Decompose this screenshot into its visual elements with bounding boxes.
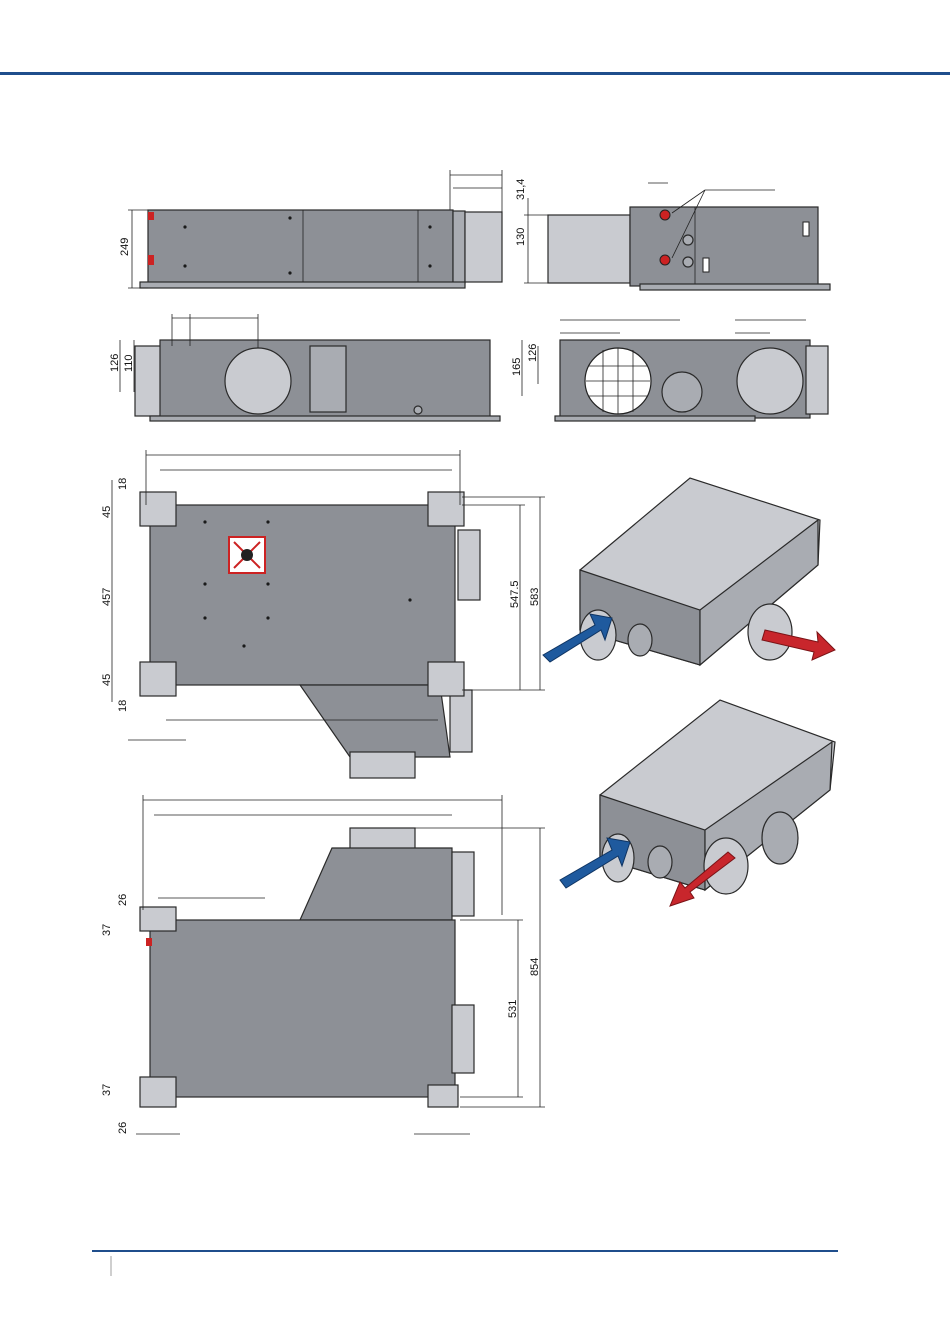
end-elevation-view: 31,4 130 bbox=[515, 179, 830, 290]
page-number-mark bbox=[110, 1256, 112, 1276]
dim-bottom-37-top: 37 bbox=[101, 924, 113, 936]
rear-elevation-view: 165 126 bbox=[511, 320, 828, 421]
plan-view-top: 18 45 457 45 18 547.5 583 bbox=[101, 450, 545, 778]
isometric-view-1 bbox=[543, 478, 835, 665]
dim-plan-18-bottom: 18 bbox=[117, 700, 129, 712]
dim-bottom-26-top: 26 bbox=[117, 894, 129, 906]
plan-view-bottom: 26 37 531 854 37 26 bbox=[101, 795, 545, 1134]
dim-plan-583: 583 bbox=[529, 588, 541, 606]
dim-plan-45-top: 45 bbox=[101, 506, 113, 518]
dim-plan-547-5: 547.5 bbox=[509, 580, 521, 608]
dim-front-110: 110 bbox=[123, 354, 135, 372]
dim-bottom-26-bottom: 26 bbox=[117, 1122, 129, 1134]
fan-warning-icon bbox=[229, 537, 265, 573]
dim-plan-45-bottom: 45 bbox=[101, 674, 113, 686]
isometric-view-2 bbox=[560, 700, 835, 906]
dim-end-spigot: 130 bbox=[515, 228, 527, 246]
dim-front-126: 126 bbox=[109, 354, 121, 372]
dim-rear-165: 165 bbox=[511, 358, 523, 376]
footer-rule bbox=[92, 1250, 838, 1252]
dim-bottom-854: 854 bbox=[529, 958, 541, 976]
dim-rear-126: 126 bbox=[527, 344, 539, 362]
side-elevation-view: 249 bbox=[119, 170, 502, 288]
dim-bottom-37-bottom: 37 bbox=[101, 1084, 113, 1096]
front-elevation-view: 126 110 bbox=[109, 314, 500, 421]
dim-side-height: 249 bbox=[119, 238, 131, 256]
dim-plan-457: 457 bbox=[101, 588, 113, 606]
dim-bottom-531: 531 bbox=[507, 1000, 519, 1018]
dim-end-top-offset: 31,4 bbox=[515, 179, 527, 200]
dim-plan-18-top: 18 bbox=[117, 478, 129, 490]
